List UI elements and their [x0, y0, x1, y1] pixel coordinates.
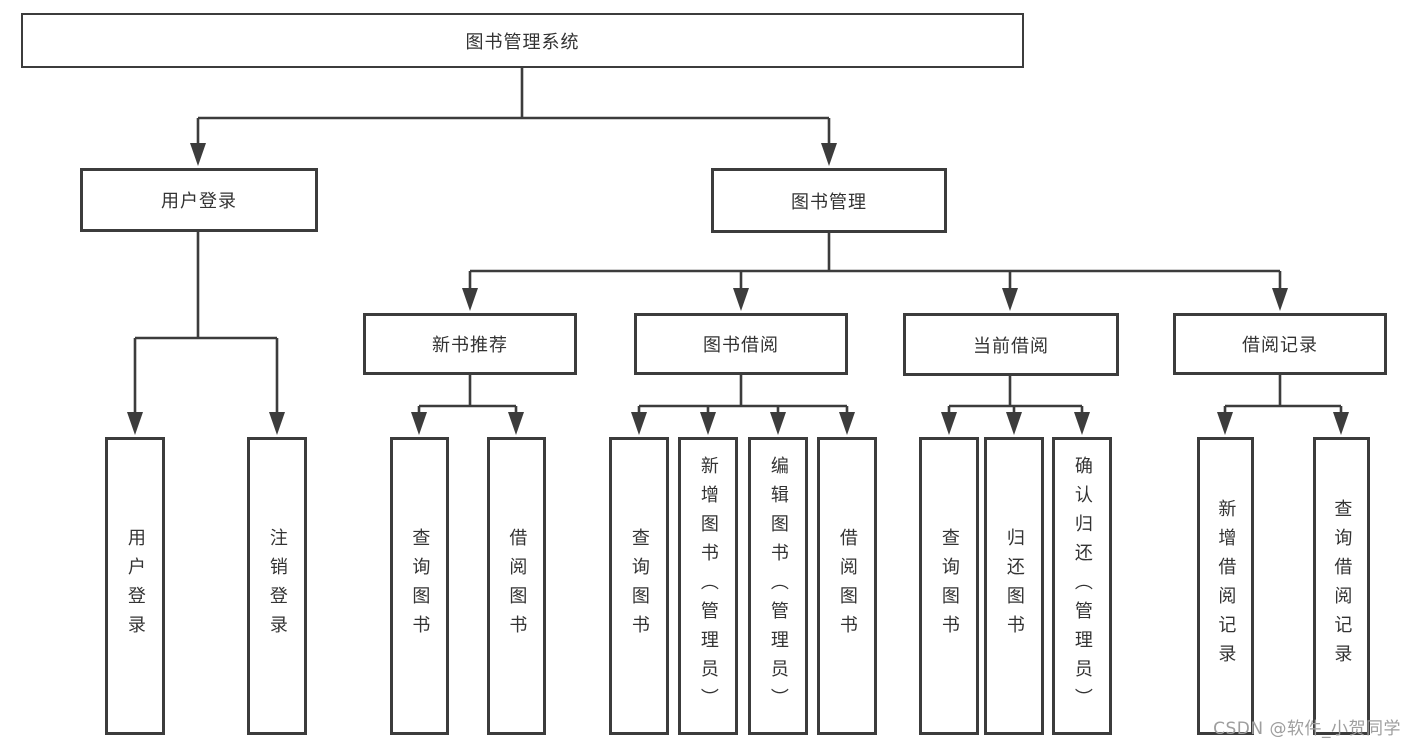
- connector-records-to-leaves: [1223, 375, 1343, 414]
- arrow-down-icon: [941, 412, 957, 435]
- node-borrowing-records: 借阅记录: [1173, 313, 1387, 375]
- node-label: 图书管理系统: [465, 31, 580, 53]
- arrow-down-icon: [631, 412, 647, 435]
- node-label: 归还图书: [1003, 528, 1025, 644]
- node-label: 借阅记录: [1242, 335, 1318, 356]
- connector-bookmgmt-to-level3: [468, 233, 1282, 290]
- leaf-borrow-books: 借阅图书: [817, 437, 877, 735]
- connector-userlogin-to-leaves: [133, 232, 279, 414]
- node-label: 新书推荐: [432, 335, 508, 356]
- arrow-down-icon: [1272, 288, 1288, 311]
- arrow-down-icon: [770, 412, 786, 435]
- node-label: 查询图书: [938, 528, 960, 644]
- connector-current-to-leaves: [947, 375, 1084, 414]
- arrow-down-icon: [839, 412, 855, 435]
- leaf-logout: 注销登录: [247, 437, 307, 735]
- leaf-add-borrow-record: 新增借阅记录: [1197, 437, 1254, 735]
- arrow-down-icon: [1006, 412, 1022, 435]
- leaf-edit-books-admin: 编辑图书（管理员）: [748, 437, 808, 735]
- arrow-down-icon: [700, 412, 716, 435]
- node-label: 新增图书（管理员）: [697, 455, 719, 717]
- node-label: 查询图书: [409, 528, 431, 644]
- node-label: 查询借阅记录: [1331, 499, 1353, 673]
- node-label: 注销登录: [266, 528, 288, 644]
- node-label: 新增借阅记录: [1215, 499, 1237, 673]
- arrow-down-icon: [190, 143, 206, 166]
- node-label: 借阅图书: [506, 528, 528, 644]
- arrow-down-icon: [1217, 412, 1233, 435]
- leaf-query-borrow-record: 查询借阅记录: [1313, 437, 1370, 735]
- node-label: 当前借阅: [973, 335, 1049, 357]
- connector-borrow-to-leaves: [637, 375, 849, 414]
- arrow-down-icon: [821, 143, 837, 166]
- node-label: 用户登录: [161, 191, 237, 212]
- leaf-add-books-admin: 新增图书（管理员）: [678, 437, 738, 735]
- node-label: 图书借阅: [703, 335, 779, 356]
- watermark: CSDN @软件_小贺同学: [1213, 719, 1401, 739]
- node-label: 编辑图书（管理员）: [767, 455, 789, 717]
- connector-newbooks-to-leaves: [417, 375, 518, 414]
- node-label: 查询图书: [628, 528, 650, 644]
- node-new-book-recommendation: 新书推荐: [363, 313, 577, 375]
- node-label: 借阅图书: [836, 528, 858, 644]
- arrow-down-icon: [269, 412, 285, 435]
- arrow-down-icon: [1074, 412, 1090, 435]
- node-book-borrowing: 图书借阅: [634, 313, 848, 375]
- node-book-management: 图书管理: [711, 168, 947, 233]
- leaf-user-login: 用户登录: [105, 437, 165, 735]
- node-user-login: 用户登录: [80, 168, 318, 232]
- node-label: 用户登录: [124, 528, 146, 644]
- leaf-borrow-books-recommend: 借阅图书: [487, 437, 546, 735]
- leaf-query-books-borrow: 查询图书: [609, 437, 669, 735]
- arrow-down-icon: [411, 412, 427, 435]
- leaf-confirm-return-admin: 确认归还（管理员）: [1052, 437, 1112, 735]
- node-current-borrowing: 当前借阅: [903, 313, 1119, 376]
- node-label: 确认归还（管理员）: [1071, 455, 1093, 717]
- arrow-down-icon: [1002, 288, 1018, 311]
- node-label: 图书管理: [791, 191, 867, 213]
- node-library-system-root: 图书管理系统: [21, 13, 1024, 68]
- leaf-return-books: 归还图书: [984, 437, 1044, 735]
- arrow-down-icon: [1333, 412, 1349, 435]
- arrow-down-icon: [127, 412, 143, 435]
- connector-root-to-level2: [196, 68, 831, 146]
- leaf-query-books-current: 查询图书: [919, 437, 979, 735]
- arrow-down-icon: [733, 288, 749, 311]
- arrow-down-icon: [462, 288, 478, 311]
- arrow-down-icon: [508, 412, 524, 435]
- leaf-query-books-recommend: 查询图书: [390, 437, 449, 735]
